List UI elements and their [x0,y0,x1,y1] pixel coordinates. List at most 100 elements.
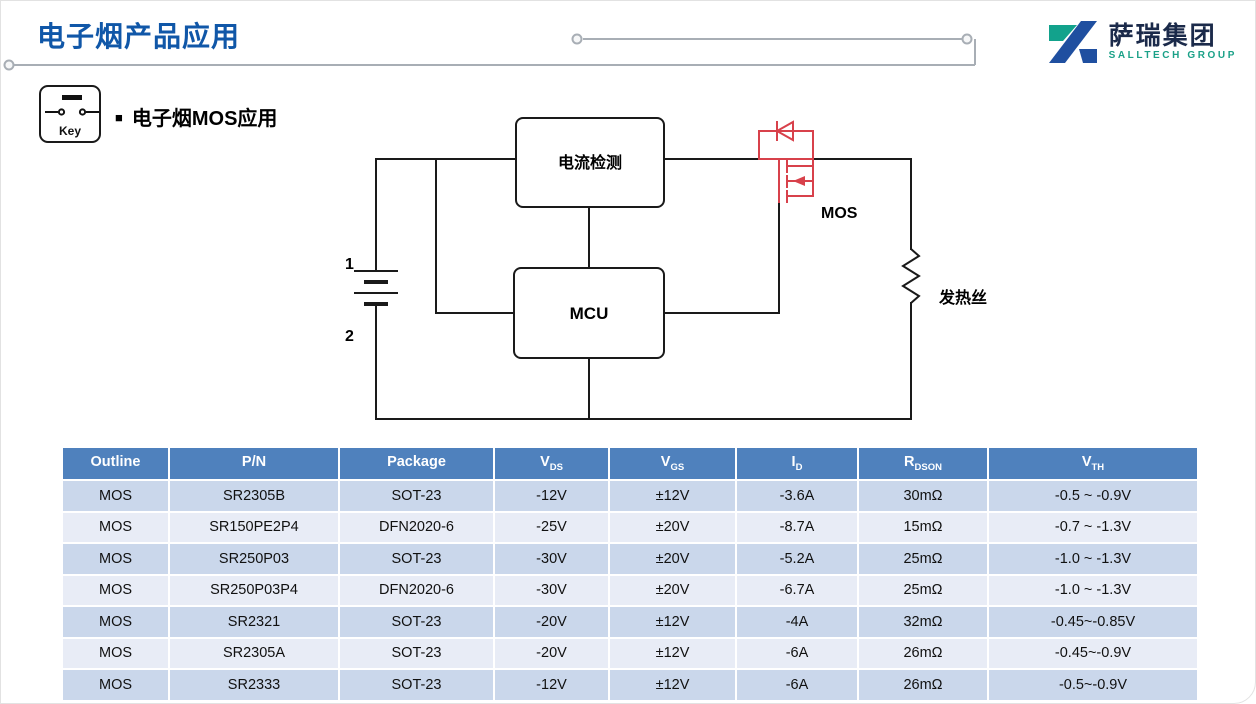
table-cell: -5.2A [735,542,859,576]
key-button-icon: Key [39,85,101,143]
table-cell: ±12V [608,636,737,670]
table-cell: ±12V [608,605,737,639]
col-header-id: ID [735,446,859,481]
mos-label: MOS [821,205,858,222]
table-cell: SOT-23 [338,479,495,513]
logo-name-en: SALLTECH GROUP [1108,49,1237,61]
table-cell: ±20V [608,510,737,544]
circuit-diagram: 1 2 电流检测 MCU MOS 发热丝 [345,117,987,420]
table-cell: SOT-23 [338,636,495,670]
table-cell: 26mΩ [857,668,989,702]
table-cell: DFN2020-6 [338,510,495,544]
current-sense-label: 电流检测 [558,153,622,172]
heater-label: 发热丝 [938,288,987,307]
table-cell: -1.0 ~ -1.3V [987,542,1199,576]
current-sense-block [515,117,665,208]
table-cell: MOS [61,510,170,544]
battery-terminal-2-label: 2 [345,328,354,345]
body-diode-icon [774,120,794,142]
table-cell: 26mΩ [857,636,989,670]
key-icon-label: Key [58,124,81,138]
header-decoration-lines [3,33,976,71]
table-cell: SOT-23 [338,542,495,576]
col-header-package: Package [338,446,495,481]
table-cell: ±12V [608,479,737,513]
table-cell: 25mΩ [857,573,989,607]
col-header-vds: VDS [493,446,610,481]
mosfet-symbol [758,120,814,203]
table-cell: MOS [61,636,170,670]
table-cell: MOS [61,479,170,513]
table-cell: 25mΩ [857,542,989,576]
logo-name-cn: 萨瑞集团 [1108,21,1217,50]
table-cell: -0.45~-0.9V [987,636,1199,670]
table-cell: SR2321 [168,605,340,639]
table-cell: -20V [493,605,610,639]
table-cell: ±20V [608,573,737,607]
table-cell: -4A [735,605,859,639]
mcu-label: MCU [570,304,609,323]
table-cell: 32mΩ [857,605,989,639]
col-header-rdson: RDSON [857,446,989,481]
table-cell: -30V [493,573,610,607]
decor-circle-left [3,59,15,71]
table-cell: SR2333 [168,668,340,702]
push-button-symbol [45,95,99,116]
circuit-wires [375,158,912,420]
product-table: Outline P/N Package VDS VGS ID RDSON VTH… [61,446,1199,702]
table-cell: -3.6A [735,479,859,513]
table-cell: -25V [493,510,610,544]
decor-circle-right [961,33,973,45]
resistor-symbol [901,248,921,304]
table-cell: -30V [493,542,610,576]
bullet-square-icon: ■ [115,110,123,125]
table-cell: -0.45~-0.85V [987,605,1199,639]
col-header-pn: P/N [168,446,340,481]
table-cell: ±12V [608,668,737,702]
table-cell: SR2305B [168,479,340,513]
table-cell: -12V [493,479,610,513]
table-cell: SR250P03P4 [168,573,340,607]
battery-symbol [354,270,398,306]
table-cell: MOS [61,573,170,607]
section-title: 电子烟MOS应用 [131,108,278,130]
col-header-outline: Outline [61,446,170,481]
section-heading: ■ 电子烟MOS应用 [115,102,277,131]
table-cell: -6.7A [735,573,859,607]
logo-text: 萨瑞集团 SALLTECH GROUP [1108,21,1237,62]
table-cell: SOT-23 [338,668,495,702]
mcu-block [513,267,665,359]
table-cell: SR2305A [168,636,340,670]
company-logo: 萨瑞集团 SALLTECH GROUP [1047,19,1237,65]
table-cell: SR150PE2P4 [168,510,340,544]
table-cell: -6A [735,636,859,670]
battery-terminal-1-label: 1 [345,256,354,273]
table-cell: -0.5 ~ -0.9V [987,479,1199,513]
decor-circle-mid [571,33,583,45]
table-cell: -8.7A [735,510,859,544]
table-cell: DFN2020-6 [338,573,495,607]
table-cell: MOS [61,668,170,702]
table-cell: -0.5~-0.9V [987,668,1199,702]
table-cell: 15mΩ [857,510,989,544]
table-cell: -6A [735,668,859,702]
logo-mark-icon [1048,21,1097,63]
table-cell: SOT-23 [338,605,495,639]
table-cell: -0.7 ~ -1.3V [987,510,1199,544]
table-cell: 30mΩ [857,479,989,513]
table-cell: -1.0 ~ -1.3V [987,573,1199,607]
table-cell: SR250P03 [168,542,340,576]
table-cell: ±20V [608,542,737,576]
table-cell: MOS [61,605,170,639]
col-header-vgs: VGS [608,446,737,481]
page-title: 电子烟产品应用 [37,21,241,52]
